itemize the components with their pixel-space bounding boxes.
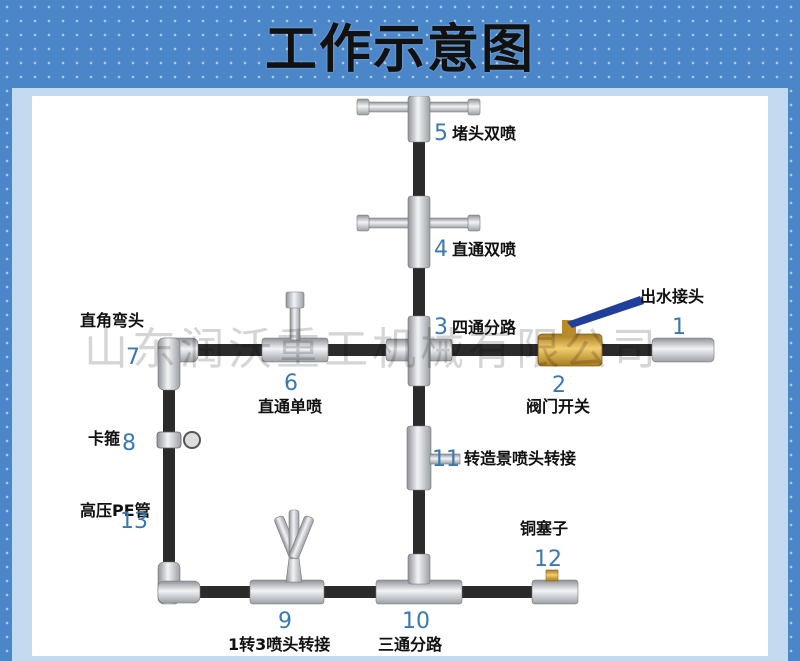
fitting-9-one-to-three-adapter <box>249 509 325 605</box>
fitting-elbow-bottom <box>157 561 201 605</box>
part-8-number: 8 <box>122 431 136 456</box>
part-10-number: 10 <box>402 609 430 634</box>
part-6-number: 6 <box>284 371 298 396</box>
part-1-number: 1 <box>672 315 686 340</box>
part-7-label-part: 直角弯头 <box>80 311 144 330</box>
part-11-label: 转造景喷头转接 <box>464 449 576 468</box>
pipe-diagram: 山东润沃重工机械有限公司 5 堵头双喷 4 直通双喷 3 四通分路 出水接头 1… <box>80 96 715 654</box>
diagram-frame: 山东润沃重工机械有限公司 5 堵头双喷 4 直通双喷 3 四通分路 出水接头 1… <box>12 88 788 661</box>
fitting-1-outlet <box>651 337 715 363</box>
pipe-vertical-left <box>163 356 175 592</box>
fitting-7-elbow-top <box>157 337 199 391</box>
part-3-label: 四通分路 <box>452 318 517 337</box>
fitting-4-straight-double-spray <box>356 195 481 269</box>
fitting-5-endcap-double-spray <box>356 96 481 143</box>
part-11-number: 11 <box>432 447 460 472</box>
part-13-number: 13 <box>120 509 148 534</box>
part-7-number: 7 <box>126 345 140 370</box>
part-8-label: 卡箍 <box>88 429 120 448</box>
part-7-label: 直角弯头 <box>80 311 144 330</box>
part-9-label: 1转3喷头转接 <box>228 635 330 654</box>
fitting-12-brass-plug <box>531 569 579 605</box>
fitting-8-clamp <box>156 431 201 449</box>
part-2-number: 2 <box>552 373 566 398</box>
title-bar: 工作示意图 <box>0 0 800 88</box>
part-4-label: 直通双喷 <box>452 240 516 259</box>
fitting-10-tee <box>375 553 463 605</box>
pipe-horizontal-bottom <box>169 586 542 598</box>
part-5-number: 5 <box>434 121 448 146</box>
part-12-number: 12 <box>534 547 562 572</box>
part-10-label: 三通分路 <box>378 635 443 654</box>
diagram-panel: 山东润沃重工机械有限公司 5 堵头双喷 4 直通双喷 3 四通分路 出水接头 1… <box>32 96 768 656</box>
part-3-number: 3 <box>434 315 448 340</box>
fitting-3-four-way-cross <box>385 315 453 387</box>
part-2-label: 阀门开关 <box>526 397 590 416</box>
part-1-label: 出水接头 <box>640 287 704 306</box>
part-6-label: 直通单喷 <box>258 397 322 416</box>
fitting-2-valve <box>537 296 644 367</box>
page-title: 工作示意图 <box>264 18 535 80</box>
watermark-text: 山东润沃重工机械有限公司 <box>84 324 660 375</box>
part-4-number: 4 <box>434 237 448 262</box>
part-9-number: 9 <box>278 609 292 634</box>
part-12-label: 铜塞子 <box>520 519 568 538</box>
part-13-label: 高压PE管 <box>80 501 151 520</box>
fitting-6-straight-single-spray <box>261 291 329 363</box>
fitting-11-landscape-adapter <box>406 425 461 491</box>
part-5-label: 堵头双喷 <box>452 124 516 143</box>
